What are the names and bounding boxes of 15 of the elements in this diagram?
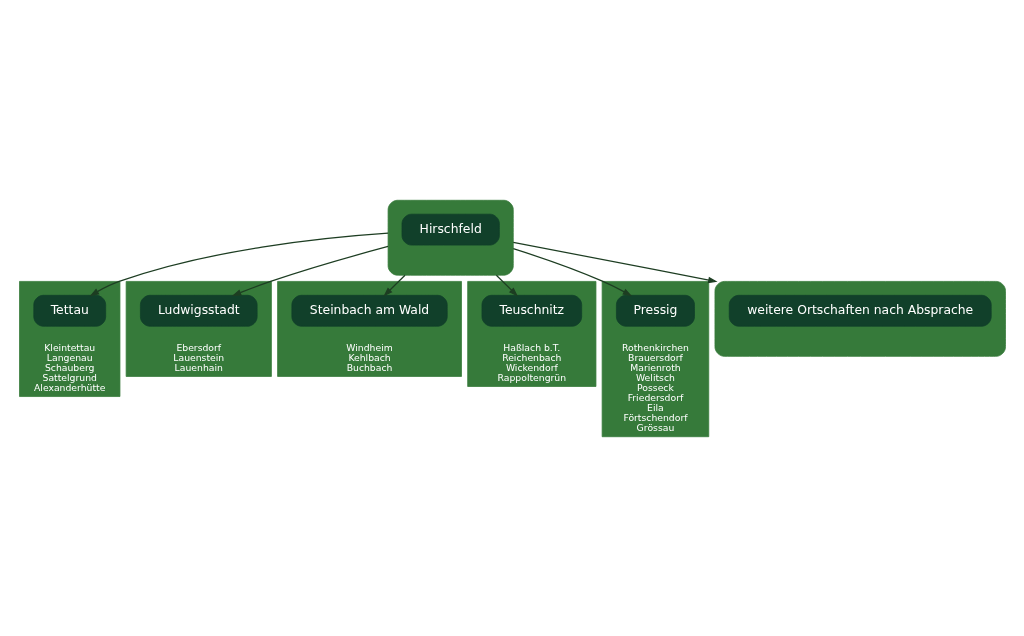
cluster [714, 280, 1006, 357]
node-box: Steinbach am Wald [291, 294, 448, 327]
node-box: Ludwigsstadt [139, 294, 257, 327]
node-box: Pressig [615, 294, 695, 327]
arrow [512, 241, 718, 283]
node-box: Hirschfeld [401, 213, 500, 245]
arrow [89, 232, 389, 296]
arrow [231, 245, 389, 296]
arrow [382, 274, 406, 296]
cluster [387, 199, 514, 276]
node-box: Teuschnitz [481, 294, 582, 327]
node-box: weitere Ortschaften nach Absprache [728, 294, 992, 327]
arrow [495, 274, 518, 296]
node-box: Tettau [32, 294, 106, 327]
arrow [512, 247, 632, 296]
